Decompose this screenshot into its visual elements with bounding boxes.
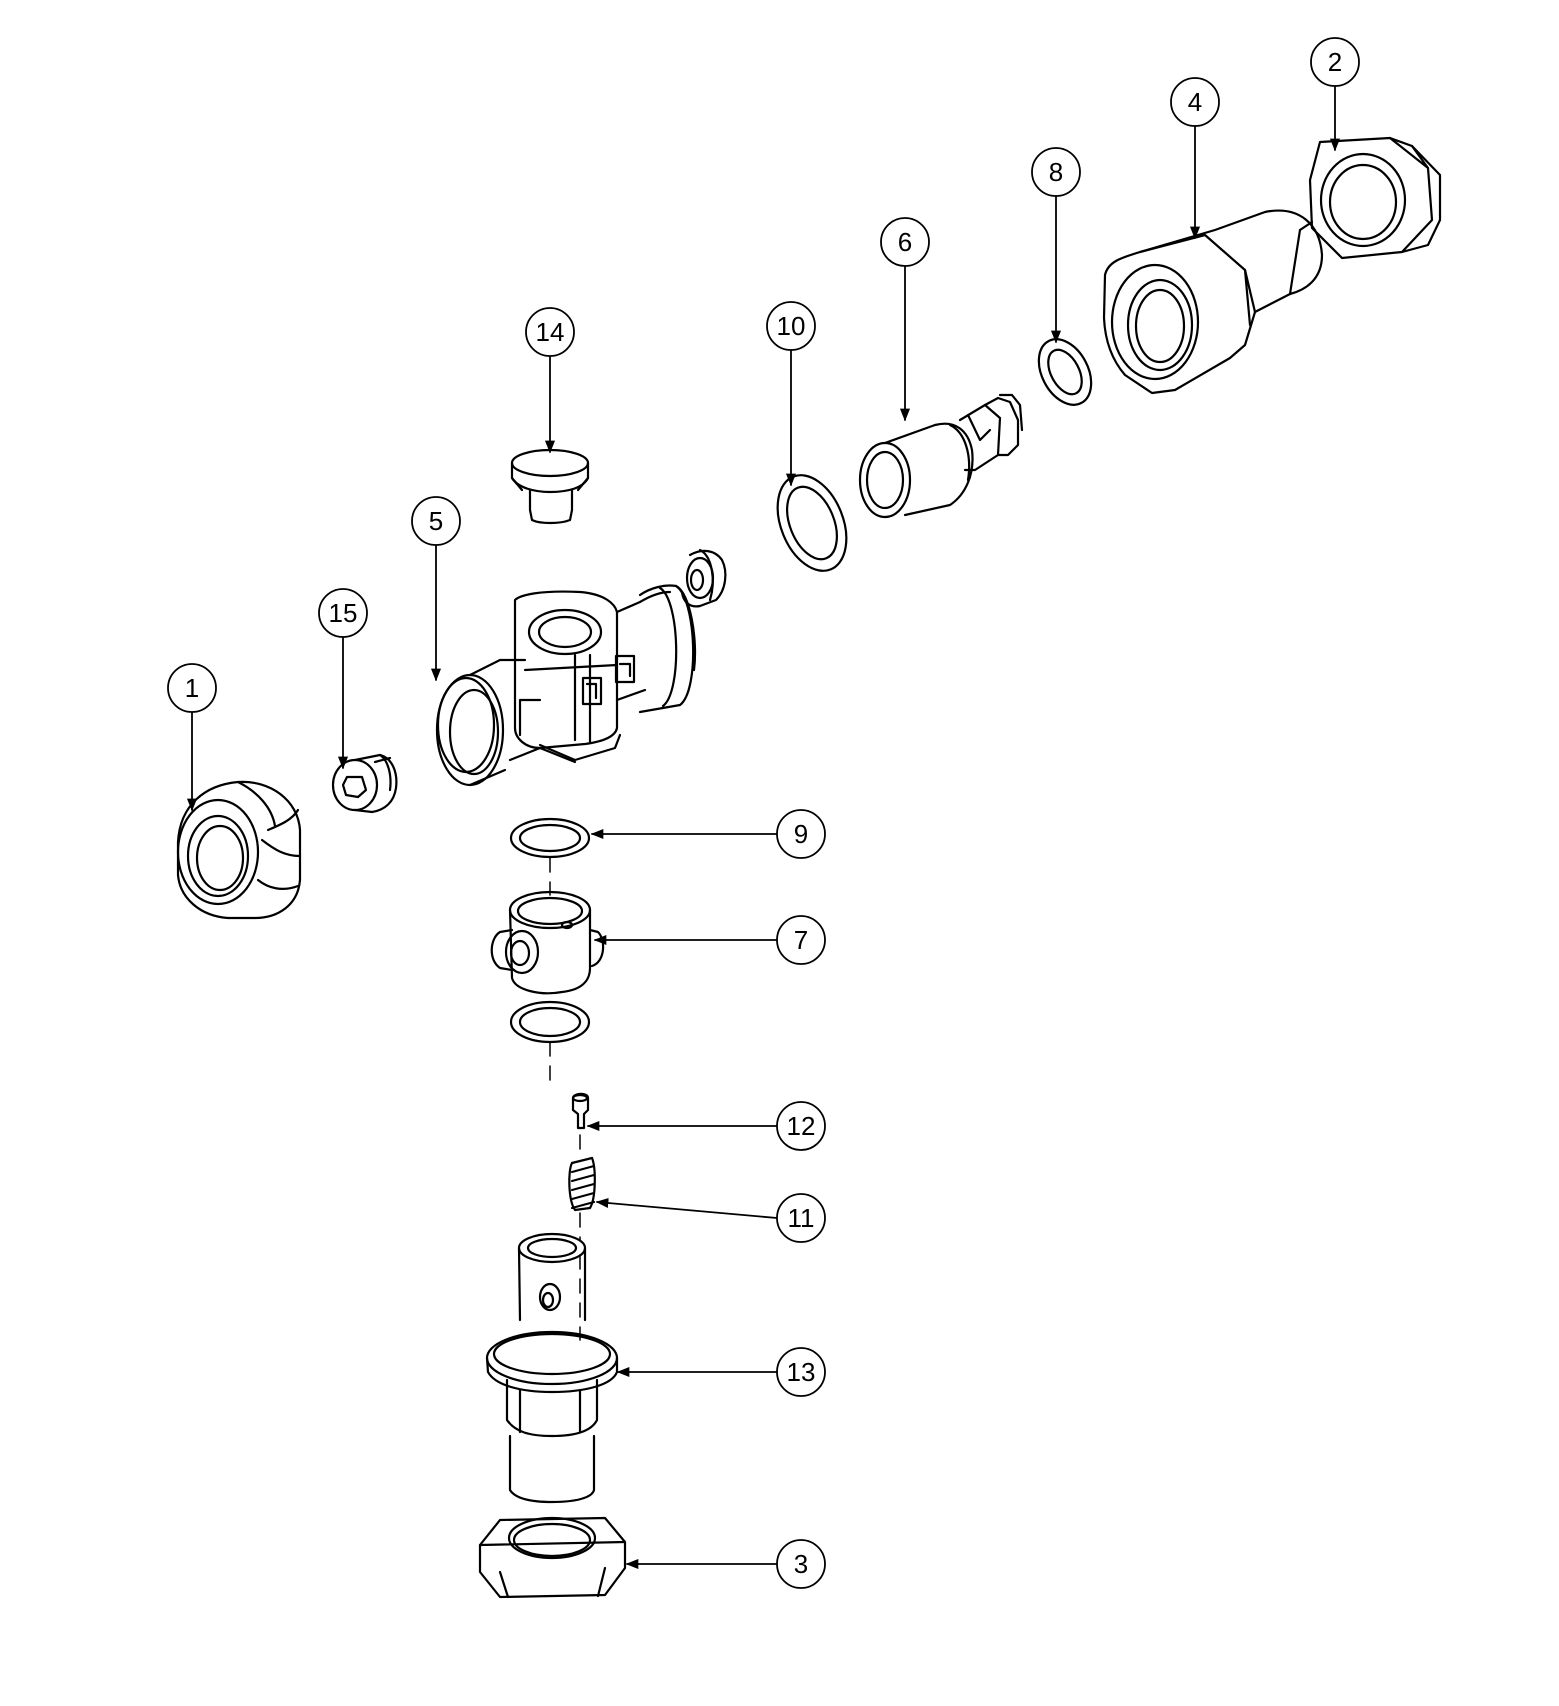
- o-ring-lower: [509, 1000, 591, 1044]
- leader-lines: [186, 85, 1341, 1570]
- assembly-center-line: [549, 857, 581, 1341]
- callout-11: 11: [776, 1193, 826, 1243]
- seal-ring: [680, 548, 727, 608]
- part-4-union-body: [1102, 209, 1324, 395]
- part-1-cap-nut: [176, 780, 302, 920]
- callout-13: 13: [776, 1347, 826, 1397]
- part-3-lock-nut: [478, 1516, 627, 1599]
- svg-text:4: 4: [1188, 87, 1202, 117]
- svg-text:6: 6: [898, 227, 912, 257]
- callout-10: 10: [766, 301, 816, 351]
- svg-text:12: 12: [787, 1111, 816, 1141]
- callout-6: 6: [880, 217, 930, 267]
- part-6-cartridge: [858, 393, 1024, 519]
- callout-5: 5: [411, 496, 461, 546]
- callout-4: 4: [1170, 77, 1220, 127]
- part-2-hex-nut: [1308, 136, 1442, 260]
- svg-text:5: 5: [429, 506, 443, 536]
- callout-7: 7: [776, 915, 826, 965]
- part-11-spring: [568, 1156, 596, 1212]
- callout-2: 2: [1310, 37, 1360, 87]
- callout-12: 12: [776, 1101, 826, 1151]
- part-10-washer: [776, 474, 848, 572]
- svg-text:11: 11: [788, 1203, 815, 1233]
- callout-9: 9: [776, 809, 826, 859]
- part-8-washer: [1037, 338, 1093, 406]
- svg-text:2: 2: [1328, 47, 1342, 77]
- leader-11: [595, 1197, 778, 1219]
- part-15-socket-plug: [331, 753, 398, 814]
- svg-text:3: 3: [794, 1549, 808, 1579]
- callout-3: 3: [776, 1539, 826, 1589]
- svg-text:7: 7: [794, 925, 808, 955]
- svg-text:8: 8: [1049, 157, 1063, 187]
- callout-15: 15: [318, 588, 368, 638]
- svg-text:1: 1: [185, 673, 199, 703]
- part-13-stem: [485, 1232, 619, 1504]
- svg-text:14: 14: [536, 317, 565, 347]
- callout-1: 1: [167, 663, 217, 713]
- part-12-poppet: [571, 1092, 590, 1130]
- svg-text:15: 15: [329, 598, 358, 628]
- callout-14: 14: [525, 307, 575, 357]
- svg-text:9: 9: [794, 819, 808, 849]
- svg-text:10: 10: [777, 311, 806, 341]
- svg-text:13: 13: [787, 1357, 816, 1387]
- part-9-o-ring: [509, 817, 591, 859]
- part-7-banjo: [490, 890, 605, 995]
- part-14-plug: [510, 448, 590, 525]
- callout-8: 8: [1031, 147, 1081, 197]
- part-5-tee-body: [435, 584, 697, 787]
- callouts: 1 2 3 4 5 6 7 8: [167, 37, 1360, 1589]
